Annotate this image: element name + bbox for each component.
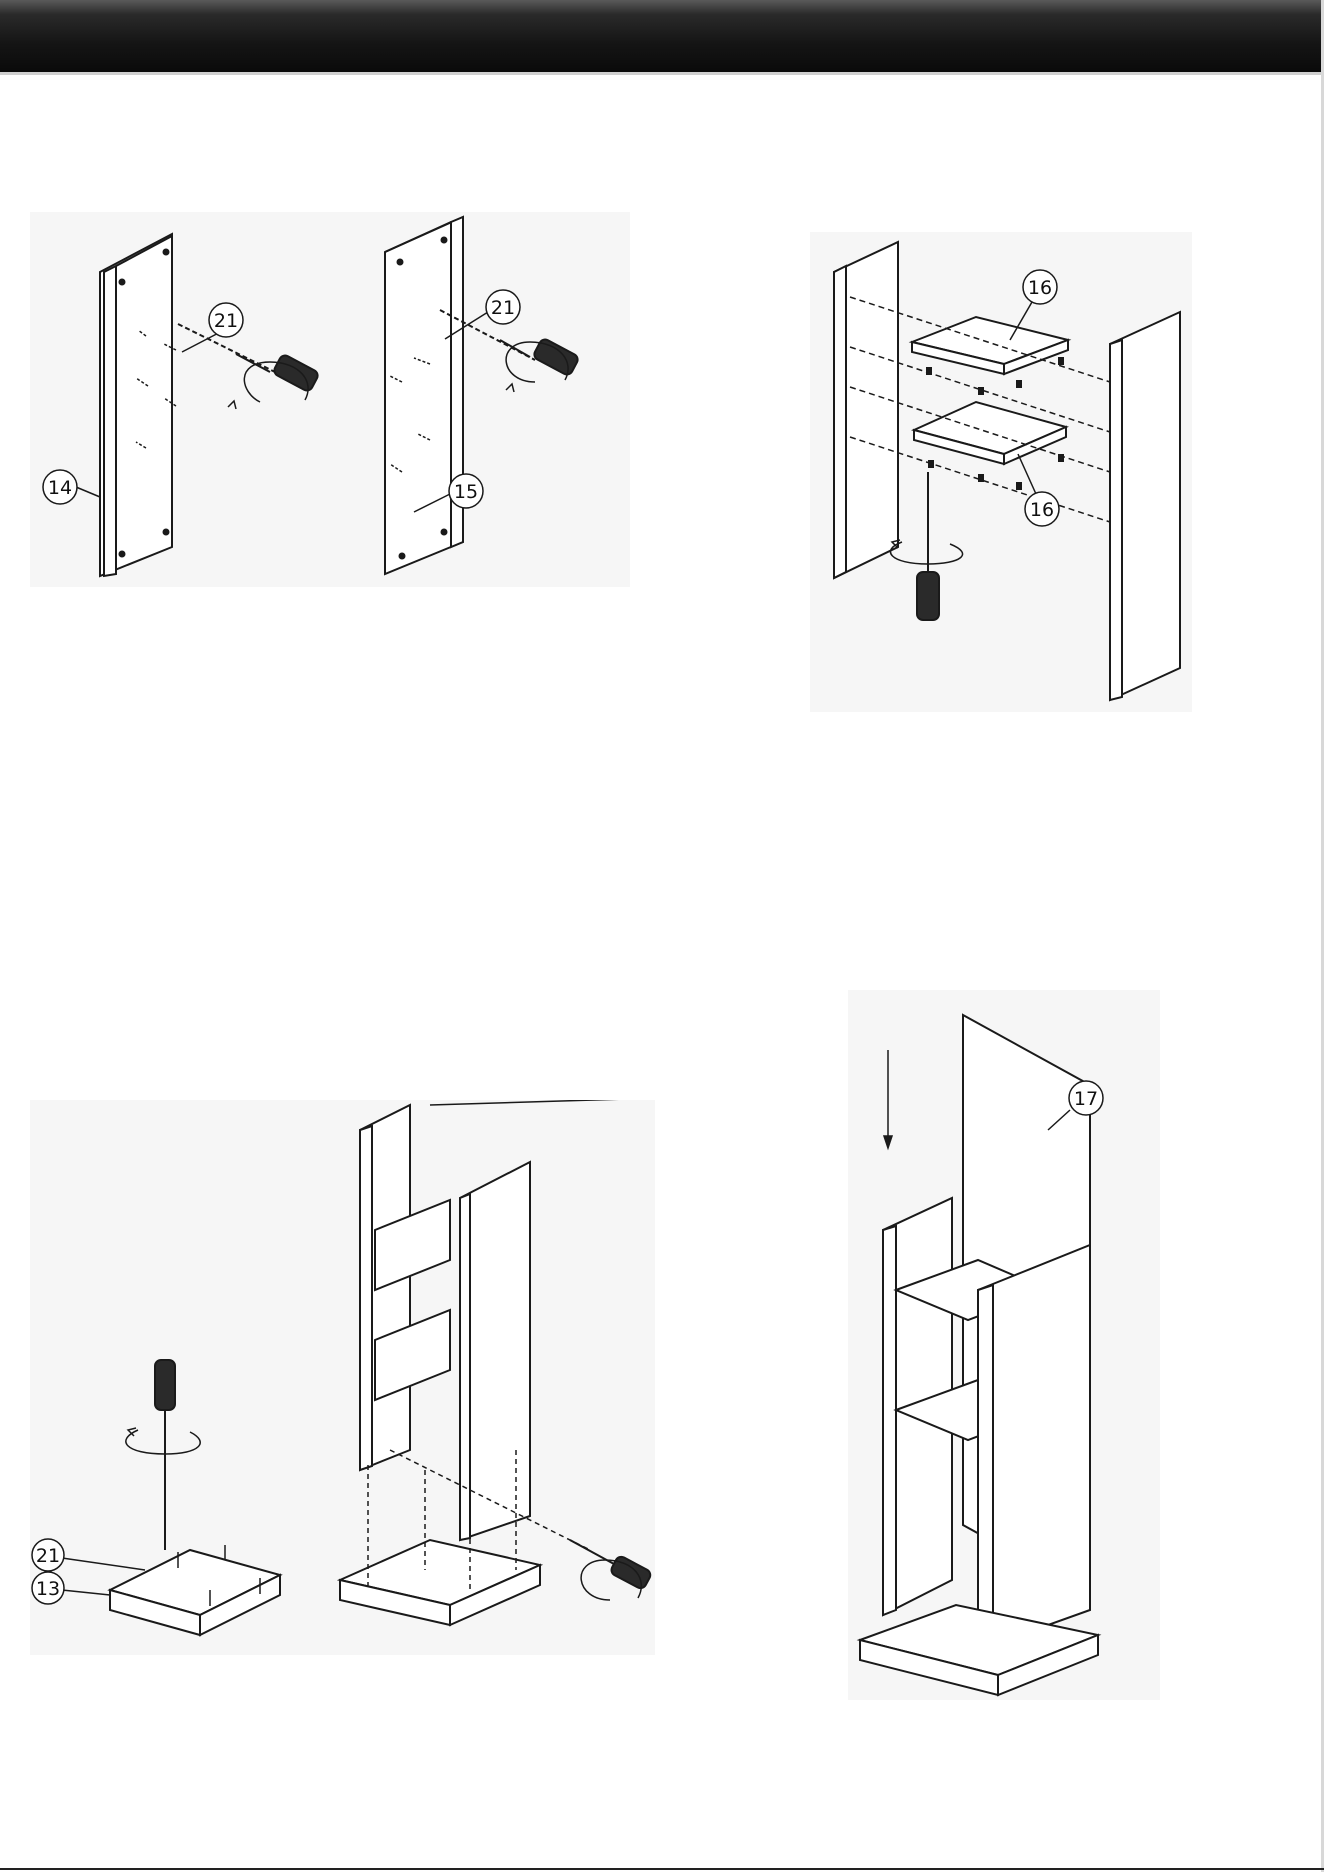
callout-14: 14 — [48, 477, 72, 499]
down-arrow-icon — [884, 1050, 892, 1148]
diagram-step-3: 16 16 — [810, 232, 1192, 712]
guide-line — [430, 1100, 655, 1105]
header-divider — [0, 72, 1324, 75]
base-assembly-illustration: 21 13 — [30, 1100, 655, 1655]
callout-21: 21 — [36, 1545, 60, 1567]
screwdriver-icon — [570, 1540, 652, 1600]
back-panel-illustration: 17 — [848, 990, 1160, 1700]
screwdriver-icon — [178, 324, 320, 409]
callout-16: 16 — [1028, 277, 1052, 299]
callout-15: 15 — [454, 481, 478, 503]
shelf-assembly-illustration: 16 16 — [810, 232, 1192, 712]
screwdriver-icon — [890, 472, 962, 620]
callout-16: 16 — [1030, 499, 1054, 521]
screwdriver-icon — [126, 1360, 200, 1550]
header-bar — [0, 0, 1324, 72]
diagram-step-4: 21 13 — [30, 1100, 655, 1655]
callout-21: 21 — [214, 310, 238, 332]
side-panels-illustration: 21 14 21 15 — [30, 212, 630, 587]
footer-rule — [0, 1868, 1324, 1870]
callout-17: 17 — [1074, 1088, 1098, 1110]
callout-21: 21 — [491, 297, 515, 319]
callout-13: 13 — [36, 1578, 60, 1600]
diagram-step-1-2: 21 14 21 15 — [30, 212, 630, 587]
diagram-step-5: 17 — [848, 990, 1160, 1700]
